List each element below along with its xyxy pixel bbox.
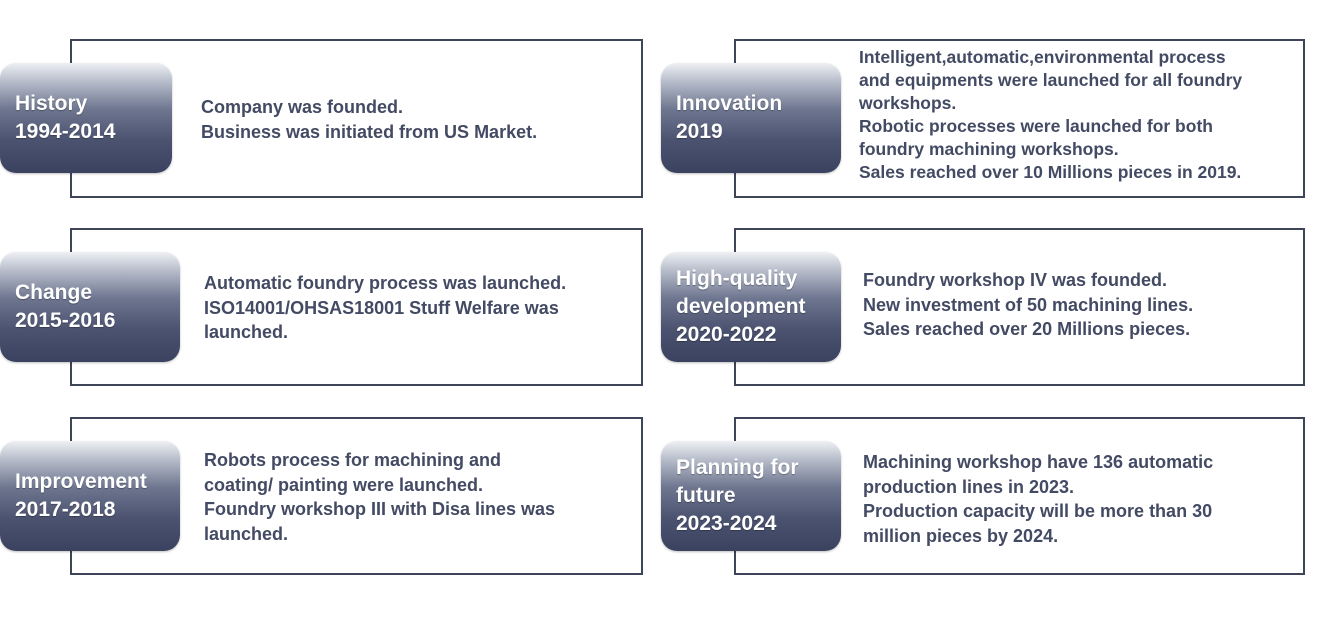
card-improvement-description: Robots process for machining and coating… (204, 448, 555, 546)
card-history-title-line: History (15, 92, 88, 115)
description-line: New investment of 50 machining lines. (863, 294, 1194, 315)
card-planning-years: 2023-2024 (676, 512, 777, 535)
description-line: workshops. (859, 93, 957, 113)
card-history-years: 1994-2014 (15, 120, 116, 143)
card-high-quality-tag: High-quality development 2020-2022 (661, 252, 841, 362)
card-planning-title-line: Planning for (676, 456, 799, 479)
card-innovation-title-line: Innovation (676, 92, 783, 115)
description-line: launched. (204, 322, 289, 342)
description-line: Foundry workshop IV was founded. (863, 270, 1168, 290)
card-improvement-tag: Improvement 2017-2018 (0, 441, 180, 551)
description-line: foundry machining workshops. (859, 139, 1119, 159)
card-change-title-line: Change (15, 281, 93, 304)
description-line: and equipments were launched for all fou… (859, 70, 1243, 90)
description-line: ISO14001/OHSAS18001 Stuff Welfare was (204, 297, 559, 318)
card-high-quality-title-line: High-quality (676, 267, 798, 290)
card-innovation-tag: Innovation 2019 (661, 63, 841, 173)
card-change-tag: Change 2015-2016 (0, 252, 180, 362)
card-history-tag: History 1994-2014 (0, 63, 172, 173)
card-high-quality-description: Foundry workshop IV was founded. New inv… (863, 268, 1193, 342)
description-line: Intelligent,automatic,environmental proc… (859, 47, 1226, 67)
card-planning-title-line: future (676, 484, 736, 507)
description-line: million pieces by 2024. (863, 525, 1059, 546)
description-line: Robots process for machining and (204, 450, 502, 470)
description-line: launched. (204, 523, 289, 544)
card-planning-description: Machining workshop have 136 automatic pr… (863, 450, 1213, 548)
description-line: production lines in 2023. (863, 476, 1075, 497)
description-line: Production capacity will be more than 30 (863, 501, 1213, 521)
description-line: Automatic foundry process was launched. (204, 273, 567, 293)
card-innovation-years: 2019 (676, 120, 723, 143)
card-planning-tag: Planning for future 2023-2024 (661, 441, 841, 551)
card-high-quality-title-line: development (676, 295, 806, 318)
card-innovation-description: Intelligent,automatic,environmental proc… (859, 46, 1242, 184)
description-line: Sales reached over 10 Millions pieces in… (859, 162, 1242, 182)
card-high-quality-years: 2020-2022 (676, 323, 777, 346)
description-line: Company was founded. (201, 97, 404, 117)
description-line: Machining workshop have 136 automatic (863, 452, 1214, 472)
card-improvement-title-line: Improvement (15, 470, 147, 493)
description-line: Robotic processes were launched for both (859, 116, 1213, 136)
description-line: Business was initiated from US Market. (201, 121, 538, 142)
card-improvement-years: 2017-2018 (15, 498, 116, 521)
description-line: Sales reached over 20 Millions pieces. (863, 319, 1191, 339)
description-line: coating/ painting were launched. (204, 474, 484, 495)
description-line: Foundry workshop III with Disa lines was (204, 499, 556, 519)
card-change-description: Automatic foundry process was launched. … (204, 271, 566, 345)
card-history-description: Company was founded. Business was initia… (201, 95, 537, 144)
card-change-years: 2015-2016 (15, 309, 116, 332)
